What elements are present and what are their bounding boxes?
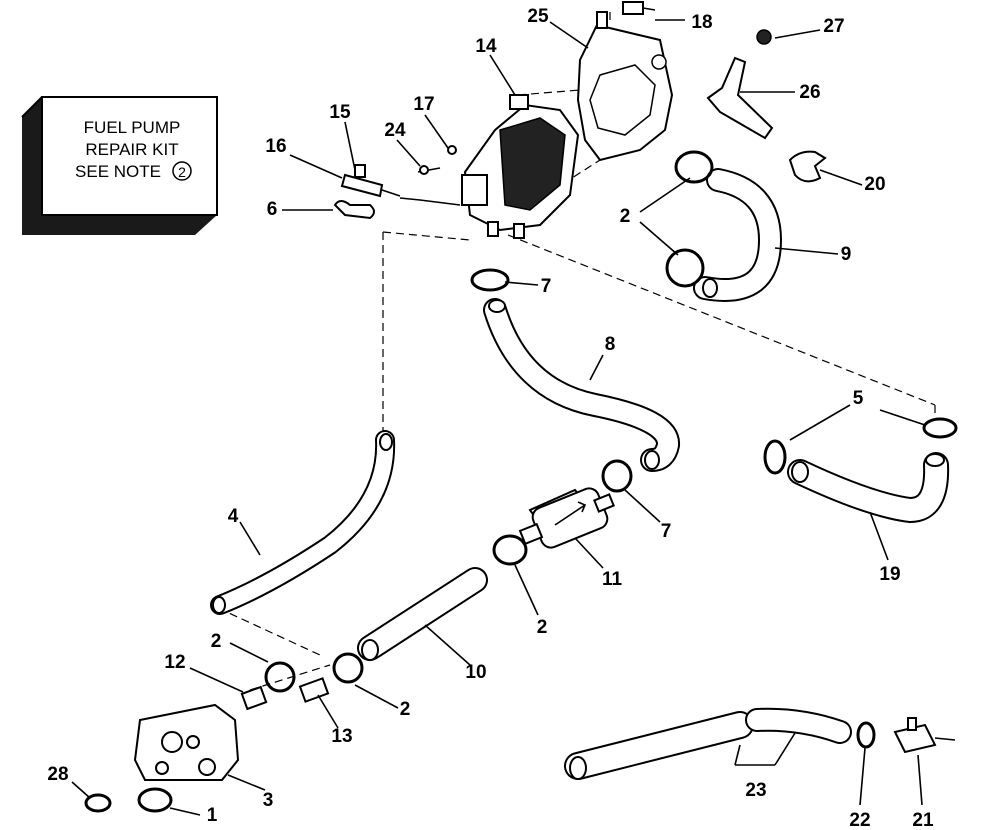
kit-box-note-number: 2 [178, 164, 186, 180]
callout-7-top: 7 [541, 276, 552, 297]
callout-17: 17 [413, 94, 434, 115]
callout-18: 18 [691, 12, 712, 33]
retainer-and-clip [706, 56, 827, 183]
callout-1: 1 [207, 805, 218, 826]
small-hardware [333, 1, 772, 220]
callout-9: 9 [841, 244, 852, 265]
hoses [210, 168, 950, 780]
callout-5: 5 [853, 388, 864, 409]
kit-box-line3: SEE NOTE [75, 162, 161, 181]
fuel-filter [518, 487, 615, 549]
callout-11: 11 [602, 569, 623, 590]
callout-19: 19 [879, 564, 900, 585]
fuel-valve [893, 717, 956, 754]
callout-2-bottom: 2 [400, 699, 411, 720]
callout-4: 4 [228, 506, 239, 527]
fuel-pump-assembly [399, 94, 580, 239]
kit-box-line2: REPAIR KIT [85, 140, 178, 159]
assembly-lines [217, 8, 936, 691]
mounting-bracket [576, 11, 674, 162]
callout-24: 24 [384, 120, 406, 141]
callout-14: 14 [475, 36, 497, 57]
callout-22: 22 [849, 810, 870, 830]
callout-21: 21 [912, 810, 934, 830]
callout-16: 16 [265, 136, 286, 157]
callout-labels: 25 18 27 26 14 15 17 24 16 6 20 2 9 7 8 … [47, 6, 934, 830]
callout-13: 13 [331, 726, 352, 747]
callout-27: 27 [823, 16, 844, 37]
callout-8: 8 [605, 334, 616, 355]
callout-28: 28 [47, 764, 68, 785]
callout-10: 10 [465, 662, 486, 683]
callout-2-mid: 2 [537, 617, 548, 638]
callout-26: 26 [799, 82, 820, 103]
hose-clamps [84, 150, 958, 813]
callout-25: 25 [527, 6, 549, 27]
callout-2-top: 2 [620, 206, 631, 227]
fuel-connector [133, 677, 330, 781]
callout-12: 12 [164, 652, 185, 673]
repair-kit-box: FUEL PUMP REPAIR KIT SEE NOTE 2 [21, 96, 218, 235]
callout-3: 3 [263, 790, 274, 811]
callout-20: 20 [864, 174, 885, 195]
callout-23: 23 [745, 780, 766, 801]
callout-15: 15 [329, 102, 351, 123]
kit-box-line1: FUEL PUMP [84, 118, 181, 137]
note-circle [172, 161, 192, 181]
leader-lines [71, 19, 926, 816]
callout-2-left: 2 [211, 631, 222, 652]
callout-6: 6 [267, 199, 278, 220]
callout-7-bottom: 7 [661, 521, 672, 542]
